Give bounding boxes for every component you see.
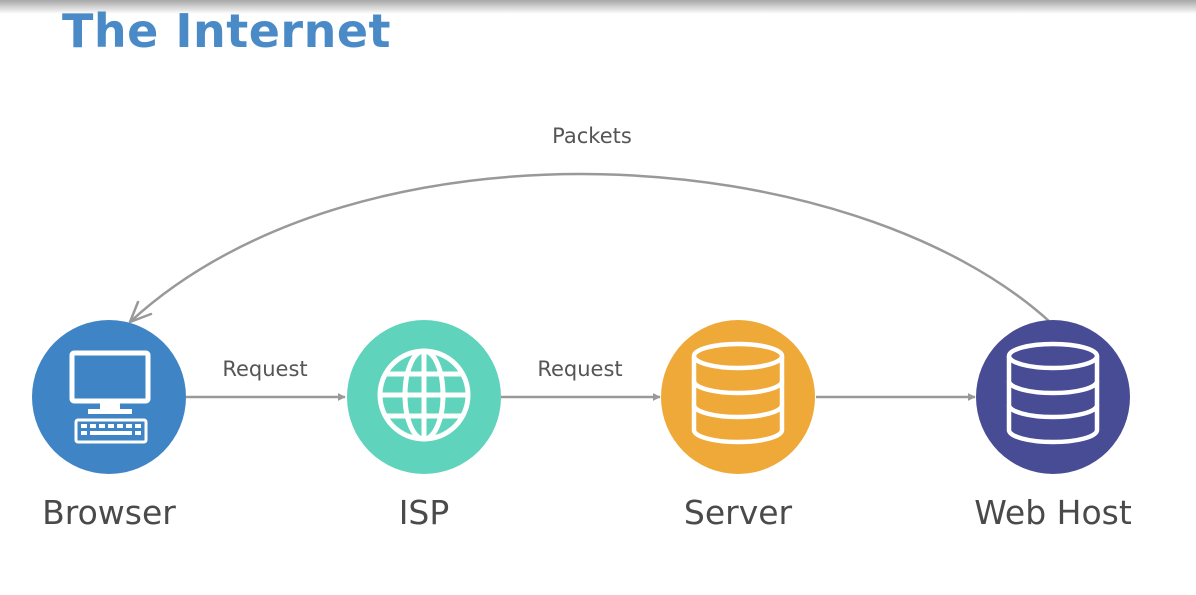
top-shadow	[0, 0, 1196, 14]
browser-label: Browser	[42, 493, 176, 532]
browser-circle	[32, 320, 186, 474]
isp-label: ISP	[399, 493, 450, 532]
packets-arrow	[129, 172, 1051, 323]
packets-arrowhead	[128, 300, 153, 324]
server-node	[661, 320, 815, 474]
database-icon	[1006, 341, 1100, 445]
isp-node	[347, 320, 501, 474]
request-label-1: Request	[222, 357, 307, 381]
request-label-2: Request	[537, 357, 622, 381]
page-title: The Internet	[62, 4, 392, 58]
server-label: Server	[684, 493, 793, 532]
webhost-node	[976, 320, 1130, 474]
desktop-computer-icon	[69, 350, 151, 444]
globe-icon	[377, 348, 471, 442]
packets-label: Packets	[552, 124, 632, 148]
webhost-label: Web Host	[974, 493, 1132, 532]
database-icon	[691, 341, 785, 445]
browser-node	[32, 320, 186, 474]
